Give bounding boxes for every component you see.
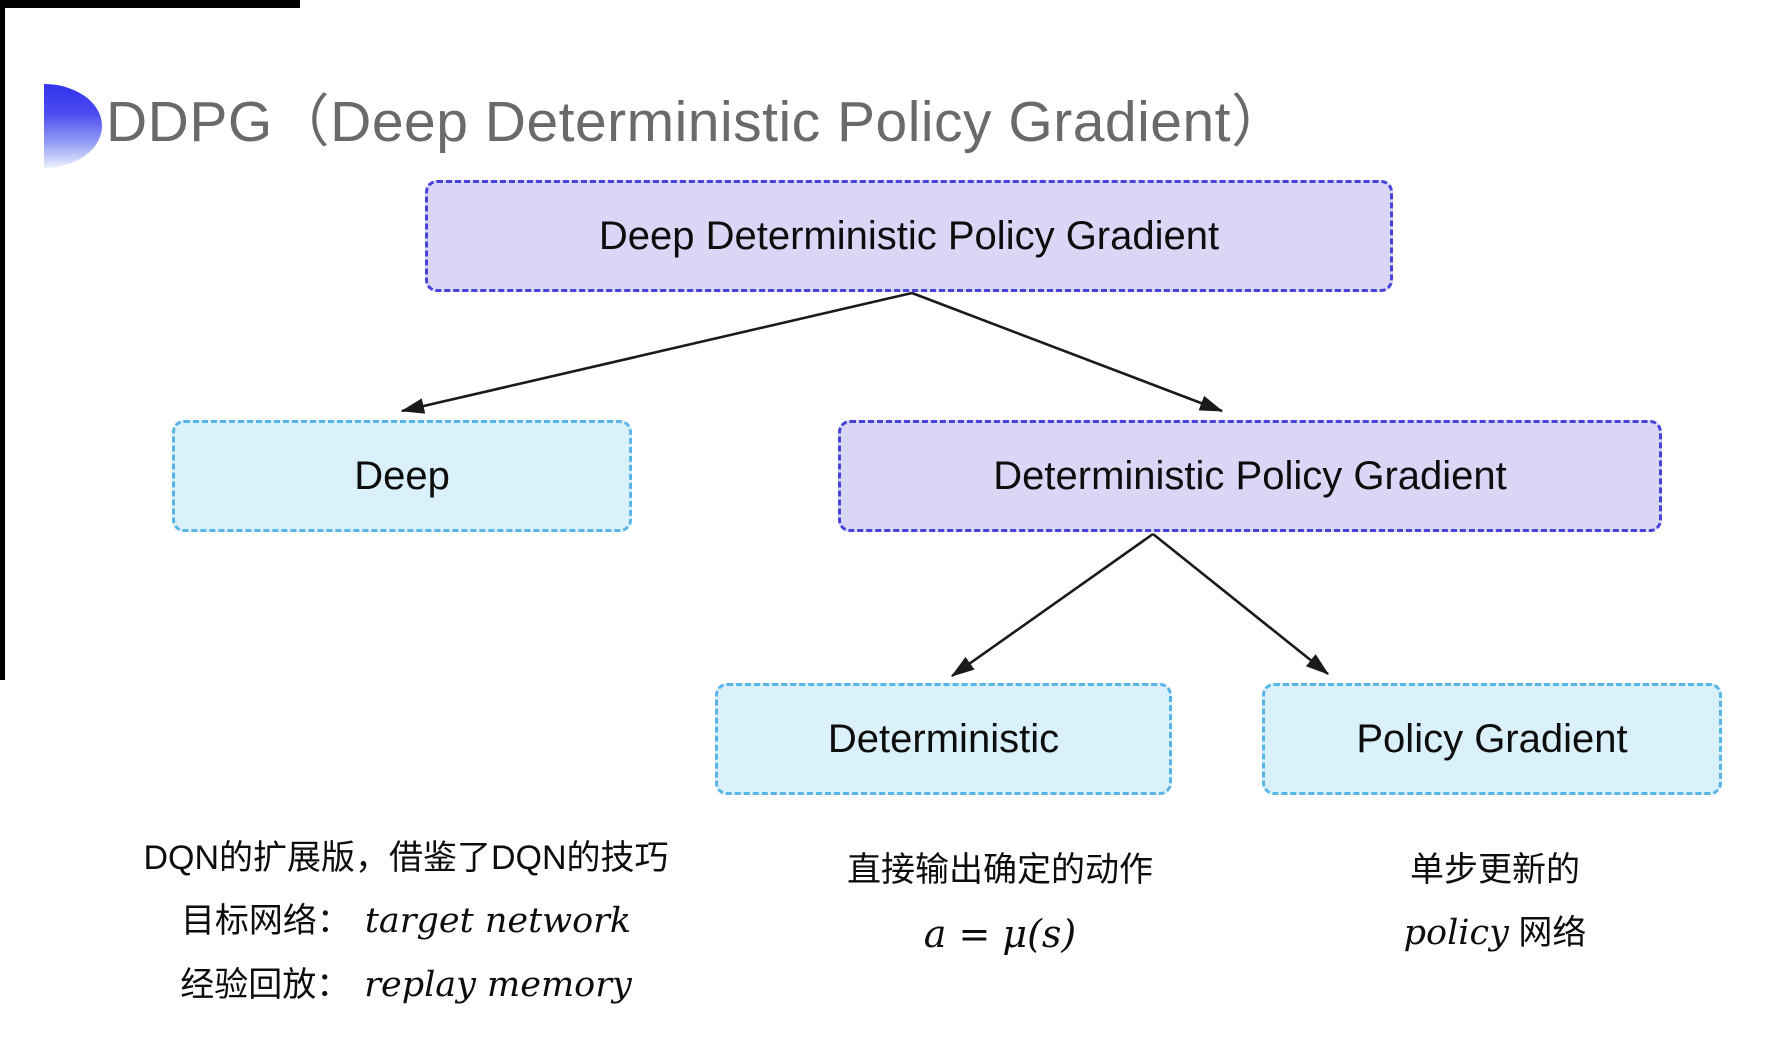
node-label: Deep [354, 453, 450, 498]
note-term-en: policy [1403, 913, 1509, 954]
letterbox-top-strip [0, 0, 300, 8]
note-line: 单步更新的 [1330, 851, 1660, 889]
note-text: DQN的扩展版，借鉴了DQN的技巧 [143, 839, 669, 877]
node-label: Deterministic Policy Gradient [993, 453, 1507, 498]
node-deterministic-policy-gradient: Deterministic Policy Gradient [838, 420, 1662, 532]
note-line: policy 网络 [1330, 914, 1660, 953]
note-label-zh: 网络 [1508, 914, 1587, 953]
note-line: 目标网络： target network [100, 902, 712, 941]
title-bullet-icon [44, 84, 102, 168]
note-deterministic-action: 直接输出确定的动作 a = μ(s) [800, 851, 1200, 957]
arrow-root-to-deep [400, 291, 913, 414]
note-label-zh: 经验回放： [180, 965, 351, 1004]
letterbox-left-strip [0, 0, 5, 680]
node-label: Deterministic [827, 716, 1060, 761]
node-label: Policy Gradient [1356, 716, 1628, 761]
note-line: DQN的扩展版，借鉴了DQN的技巧 [100, 839, 712, 877]
note-line: 直接输出确定的动作 [800, 851, 1200, 889]
node-label: Deep Deterministic Policy Gradient [598, 213, 1220, 258]
formula-a-mu-s: a = μ(s) [923, 912, 1077, 957]
node-deterministic: Deterministic [715, 683, 1172, 795]
note-dqn-extension: DQN的扩展版，借鉴了DQN的技巧 目标网络： target network 经验… [100, 839, 712, 1005]
note-label-zh: 目标网络： [180, 902, 351, 941]
note-term-en: replay memory [364, 964, 632, 1005]
arrow-dpg-to-deterministic [950, 532, 1154, 678]
note-text: 单步更新的 [1410, 851, 1580, 889]
node-policy-gradient: Policy Gradient [1262, 683, 1722, 795]
arrow-root-to-dpg [911, 291, 1224, 413]
node-deep-deterministic-policy-gradient: Deep Deterministic Policy Gradient [425, 180, 1393, 292]
node-deep: Deep [172, 420, 632, 532]
note-policy-network: 单步更新的 policy 网络 [1330, 851, 1660, 953]
slide-title: DDPG（Deep Deterministic Policy Gradient） [106, 90, 1289, 154]
note-line: 经验回放： replay memory [100, 966, 712, 1005]
note-term-en: target network [364, 901, 632, 942]
note-text: 直接输出确定的动作 [847, 851, 1153, 889]
arrow-dpg-to-policy-gradient [1152, 532, 1330, 676]
